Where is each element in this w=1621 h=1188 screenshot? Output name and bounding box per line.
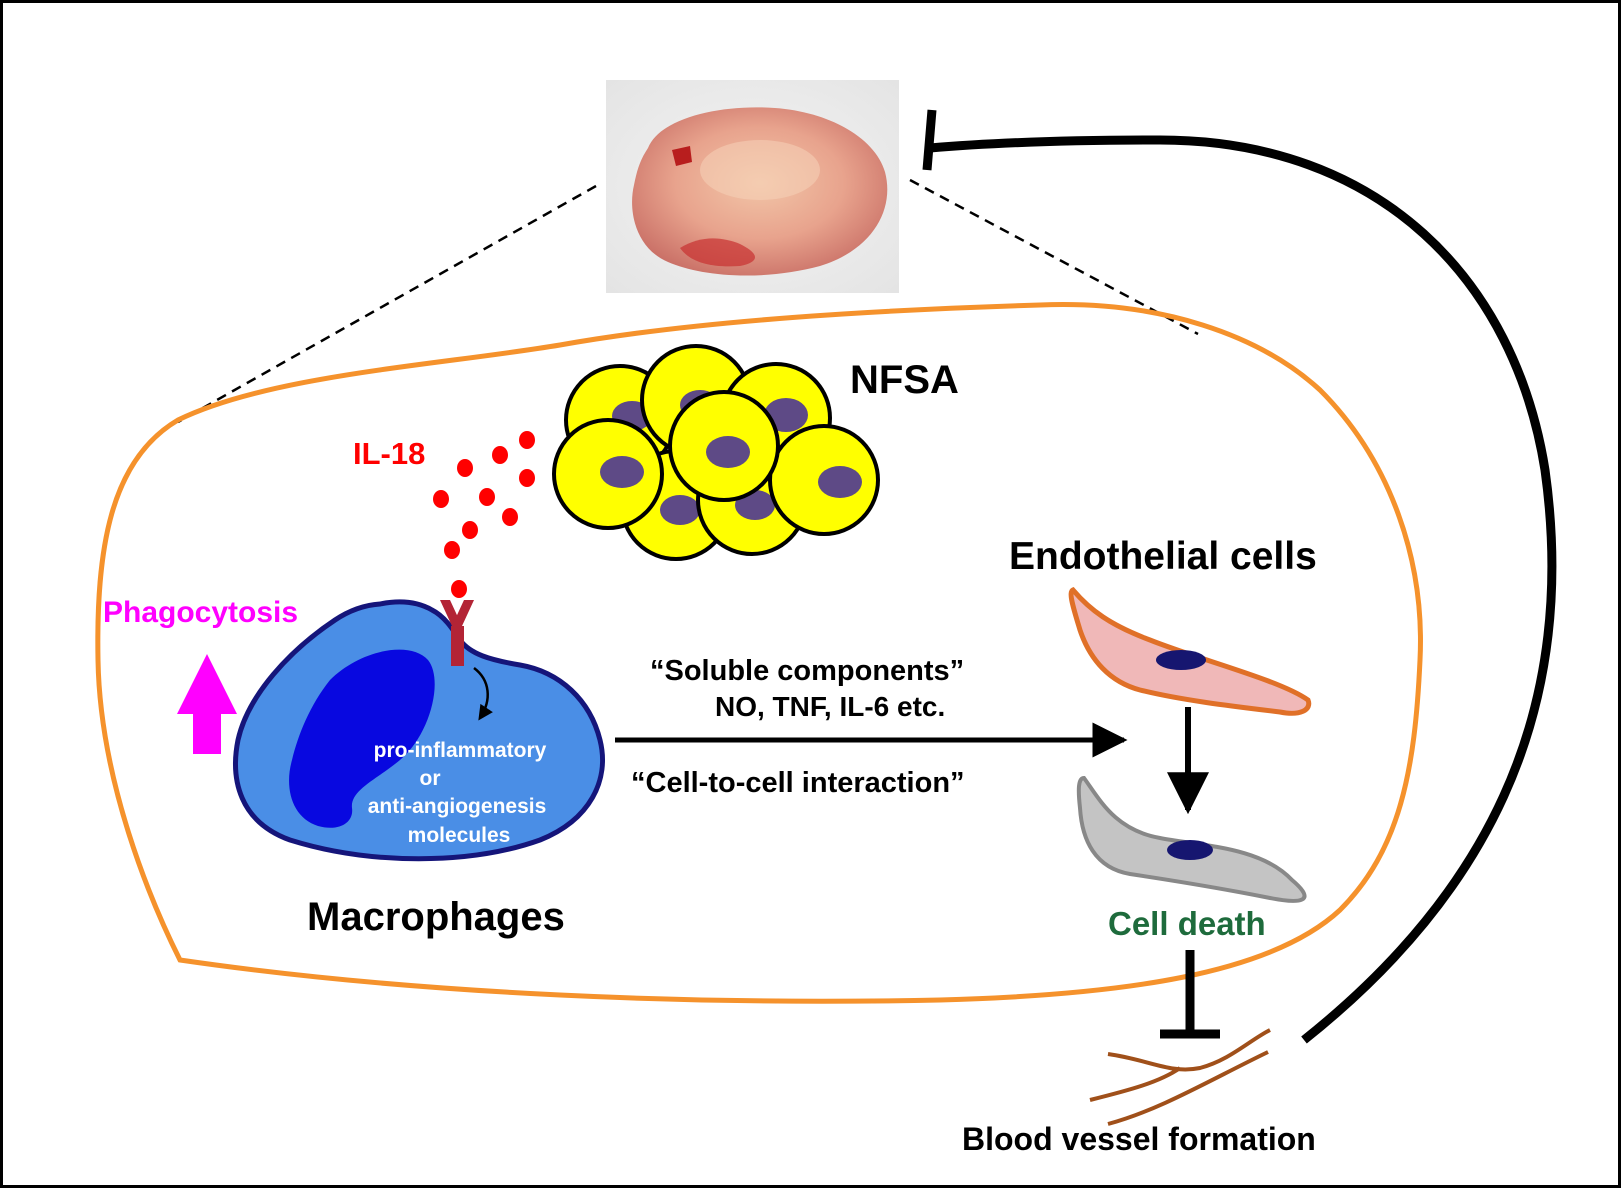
il18-label: IL-18 [353, 436, 425, 471]
cell-interaction-label: “Cell-to-cell interaction” [631, 767, 965, 799]
macrophage-text-line-2: or [420, 767, 441, 790]
blood-vessel-label: Blood vessel formation [962, 1121, 1316, 1157]
phagocytosis-up-arrow [177, 654, 237, 754]
nfsa-cell [668, 390, 780, 502]
nfsa-cell [552, 418, 664, 530]
dead-endothelial-cell [1076, 775, 1307, 903]
blood-vessel [1089, 1028, 1271, 1126]
dead-cell-nucleus [1167, 840, 1213, 860]
endothelial-nucleus [1156, 650, 1206, 670]
inhibition-bar-top [922, 109, 937, 171]
soluble-components-label: “Soluble components” [650, 655, 964, 687]
macrophage-nucleus [289, 649, 435, 828]
endothelial-cell [1068, 587, 1312, 716]
macrophage-text-line-1: pro-inflammatory [374, 739, 547, 762]
inhibition-curve [929, 135, 1557, 1044]
nfsa-cell [768, 424, 880, 536]
tumor-photo [606, 80, 899, 293]
macrophage: pro-inflammatory or anti-angiogenesis mo… [233, 599, 605, 862]
endothelial-label: Endothelial cells [1009, 535, 1317, 578]
il18-molecules [433, 431, 535, 598]
macrophage-text-line-4: molecules [408, 824, 511, 847]
zoom-line-right [909, 178, 1199, 336]
zoom-line-left [177, 184, 597, 424]
macrophage-products-text: pro-inflammatory or anti-angiogenesis mo… [368, 739, 547, 847]
phagocytosis-label: Phagocytosis [103, 596, 298, 629]
nfsa-cluster [552, 344, 880, 561]
macrophages-label: Macrophages [307, 895, 565, 939]
signal-arrow [473, 667, 493, 721]
soluble-examples-label: NO, TNF, IL-6 etc. [715, 691, 945, 722]
cell-death-label: Cell death [1108, 905, 1266, 942]
il18-receptor [440, 600, 474, 666]
tumor-outline [95, 302, 1423, 1004]
nfsa-label: NFSA [850, 358, 959, 402]
macrophage-text-line-3: anti-angiogenesis [368, 795, 547, 818]
